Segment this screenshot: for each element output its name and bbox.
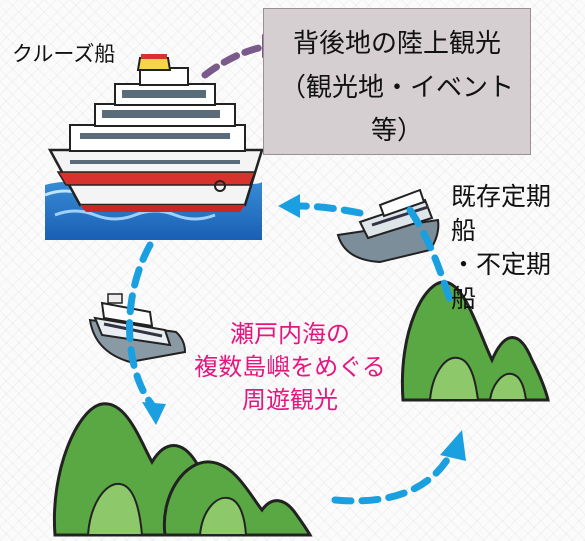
route-arrowheads: [142, 194, 466, 461]
route-arrows: [126, 202, 454, 505]
cruise-ship-icon: [44, 54, 264, 240]
caption-line-2: 複数島嶼をめぐる: [194, 353, 386, 381]
island-right-icon: [400, 280, 550, 402]
land-tour-line-3: 等）: [370, 116, 423, 146]
land-tour-line-1: 背後地の陸上観光: [292, 29, 501, 59]
regular-ships-line-3: ・不定期船: [451, 250, 552, 313]
regular-ships-label: 既存定期 船 ・不定期船: [451, 180, 571, 316]
regular-ships-line-1: 既存定期: [451, 182, 552, 211]
route-arrow-right-down: [406, 206, 454, 304]
arrowhead-top: [278, 194, 300, 218]
island-tour-caption: 瀬戸内海の 複数島嶼をめぐる 周遊観光: [170, 318, 410, 417]
arrowhead-left: [142, 402, 166, 425]
route-arrow-top: [294, 202, 364, 217]
land-tour-line-2: （観光地・イベント: [279, 73, 514, 103]
caption-line-3: 周遊観光: [242, 386, 338, 414]
regular-ships-line-2: 船: [451, 216, 477, 245]
cruise-ship-label: クルーズ船: [12, 42, 116, 66]
caption-line-1: 瀬戸内海の: [230, 320, 350, 348]
island-left-icon: [52, 402, 313, 537]
arrowhead-bottom: [440, 430, 466, 461]
regular-ship-icon: [336, 188, 440, 264]
land-tour-box: 背後地の陸上観光 （観光地・イベント 等）: [263, 8, 531, 155]
route-arrow-bottom: [331, 451, 454, 505]
route-arrow-left-down: [126, 241, 156, 409]
